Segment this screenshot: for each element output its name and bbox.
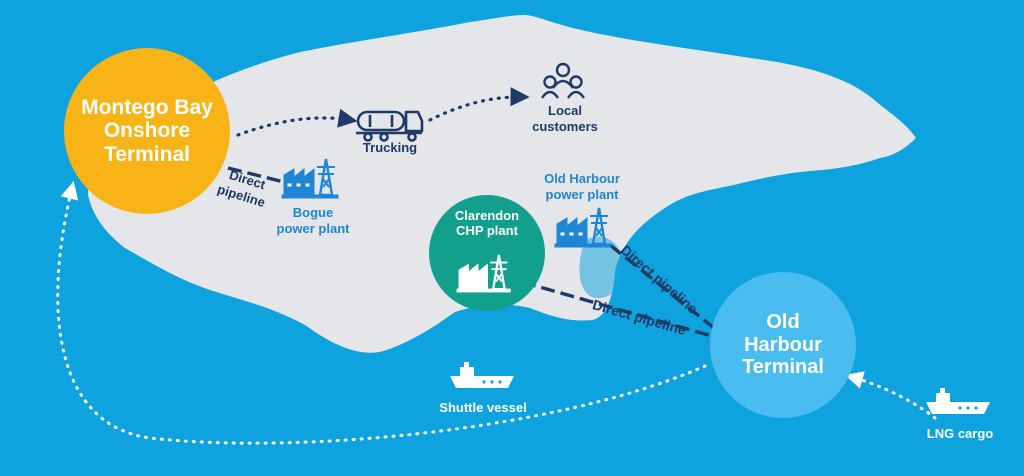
trucking-label: Trucking <box>362 140 418 155</box>
shuttle-vessel-label: Shuttle vessel <box>439 400 527 415</box>
delivery-route <box>428 87 530 122</box>
local-customers-label-line1: Local <box>548 103 582 118</box>
bogue-pipeline <box>227 166 289 185</box>
bogue-plant-label-line1: Bogue <box>292 205 334 220</box>
montego-terminal-circle <box>64 48 230 214</box>
truck-icon <box>356 110 424 142</box>
old-harbour-plant-pipeline <box>608 243 716 330</box>
local-customers-label-line2: customers <box>532 119 598 134</box>
clarendon-pipeline <box>521 280 713 338</box>
shuttle-route <box>56 181 707 445</box>
trucking-route <box>236 108 358 137</box>
clarendon-label: Clarendon CHP plant <box>454 208 520 238</box>
old-harbour-plant-label-line1: Old Harbour <box>544 171 620 186</box>
old-harbour-terminal-label: Old Harbour Terminal <box>742 311 824 379</box>
montego-terminal-label: Montego Bay Onshore Terminal <box>81 95 213 166</box>
old-harbour-terminal-circle <box>710 272 856 418</box>
lng-cargo-label: LNG cargo <box>926 426 994 441</box>
island-landmass <box>88 14 916 353</box>
clarendon-circle <box>429 195 545 311</box>
old-harbour-plant-label-line2: power plant <box>545 187 619 202</box>
old-harbour-bay <box>579 236 623 299</box>
lng-cargo-route <box>845 371 937 420</box>
bogue-plant-label-line2: power plant <box>276 221 350 236</box>
people-icon <box>541 62 585 99</box>
